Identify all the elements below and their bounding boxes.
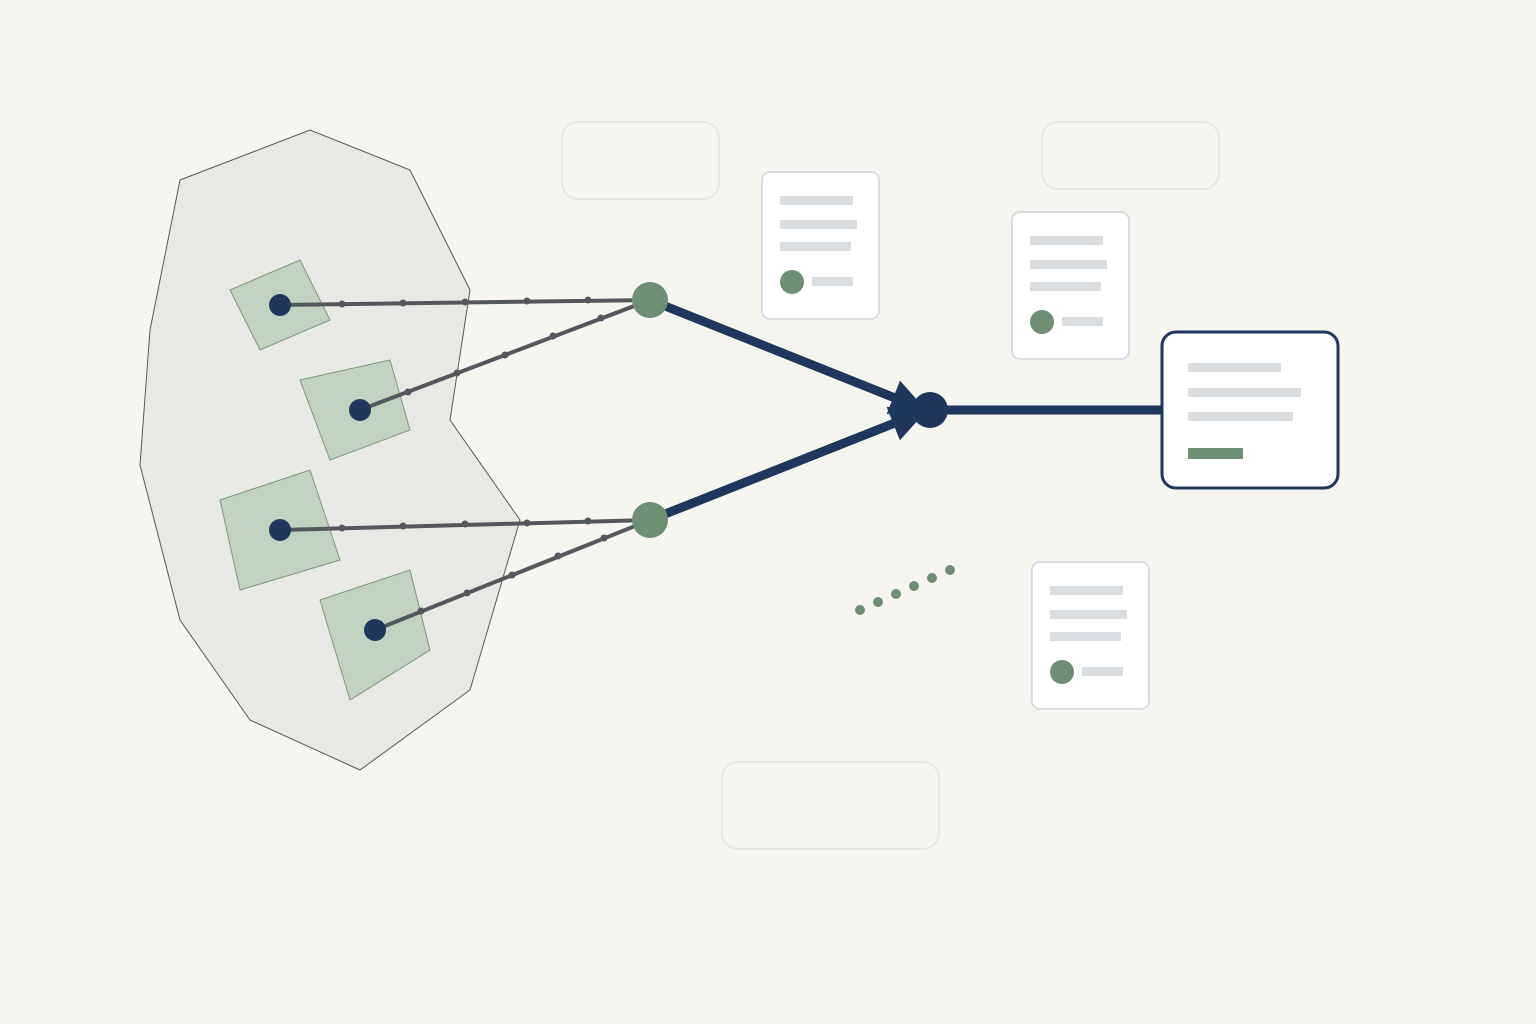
empty-box — [721, 761, 940, 850]
placeholder-bar — [1188, 363, 1281, 372]
edge-junction-upper-merge — [648, 295, 927, 415]
junction-node-upper[interactable] — [632, 282, 668, 318]
placeholder-bar — [1050, 586, 1123, 595]
edge-beads — [338, 296, 608, 615]
placeholder-bar — [1188, 388, 1301, 397]
empty-box — [561, 121, 720, 200]
info-card[interactable] — [761, 171, 880, 320]
empty-box — [1041, 121, 1220, 190]
source-node[interactable] — [269, 294, 291, 316]
placeholder-bar — [1050, 632, 1121, 641]
placeholder-bar — [1050, 610, 1127, 619]
placeholder-bar — [780, 196, 853, 205]
placeholder-bar — [1030, 260, 1107, 269]
placeholder-bar — [780, 220, 857, 229]
placeholder-bar — [812, 277, 853, 286]
trail-dots — [855, 565, 955, 615]
target-card[interactable] — [1160, 330, 1340, 490]
placeholder-bar — [780, 242, 851, 251]
status-dot-icon — [1030, 310, 1054, 334]
edge-junction-lower-merge — [648, 406, 927, 525]
accent-bar — [1188, 448, 1243, 459]
source-node[interactable] — [269, 519, 291, 541]
placeholder-bar — [1188, 412, 1293, 421]
junction-node-lower[interactable] — [632, 502, 668, 538]
source-node[interactable] — [364, 619, 386, 641]
status-dot-icon — [780, 270, 804, 294]
placeholder-bar — [1030, 282, 1101, 291]
info-card[interactable] — [1011, 211, 1130, 360]
merge-node[interactable] — [912, 392, 948, 428]
placeholder-bar — [1062, 317, 1103, 326]
status-dot-icon — [1050, 660, 1074, 684]
placeholder-bar — [1030, 236, 1103, 245]
info-card[interactable] — [1031, 561, 1150, 710]
source-node[interactable] — [349, 399, 371, 421]
placeholder-bar — [1082, 667, 1123, 676]
